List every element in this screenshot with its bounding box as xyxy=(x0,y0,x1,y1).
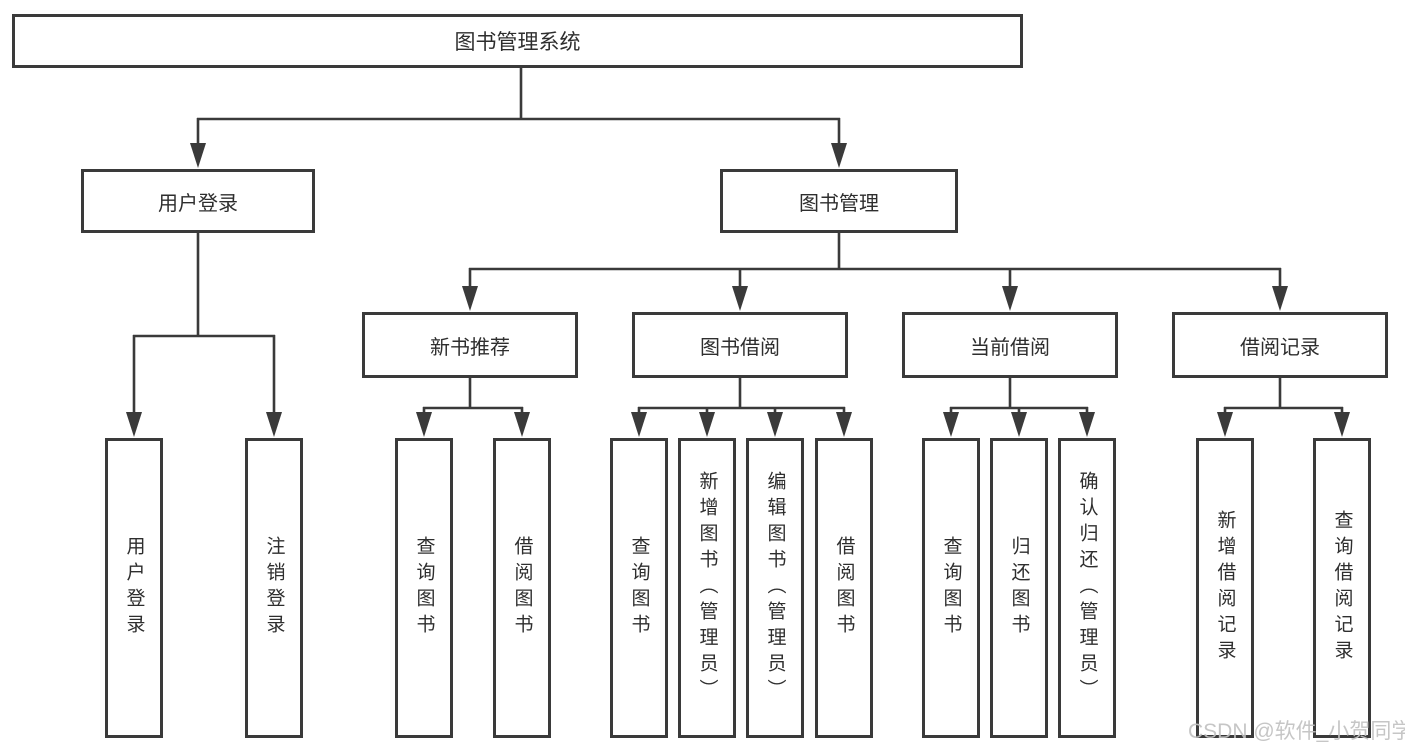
leaf-edit-book-admin: 编辑图书（管理员） xyxy=(746,438,804,738)
node-current-borrow: 当前借阅 xyxy=(902,312,1118,378)
leaf-borrow-books: 借阅图书 xyxy=(815,438,873,738)
connector-new-book-recommend-to-leaves xyxy=(422,378,524,413)
leaf-query-books-current: 查询图书 xyxy=(922,438,980,738)
leaf-query-books-recommend: 查询图书 xyxy=(395,438,453,738)
arrowheads xyxy=(126,143,1350,437)
leaf-add-borrow-record: 新增借阅记录 xyxy=(1196,438,1254,738)
leaf-logout: 注销登录 xyxy=(245,438,303,738)
node-library-system: 图书管理系统 xyxy=(12,14,1023,68)
connector-borrow-records-to-leaves xyxy=(1223,378,1344,413)
node-borrow-records: 借阅记录 xyxy=(1172,312,1388,378)
leaf-return-book: 归还图书 xyxy=(990,438,1048,738)
node-new-book-recommend: 新书推荐 xyxy=(362,312,578,378)
node-book-management: 图书管理 xyxy=(720,169,958,233)
node-book-borrow: 图书借阅 xyxy=(632,312,848,378)
connector-book-borrow-to-leaves xyxy=(637,378,846,413)
node-user-login: 用户登录 xyxy=(81,169,315,233)
leaf-query-books-borrow: 查询图书 xyxy=(610,438,668,738)
leaf-add-book-admin: 新增图书（管理员） xyxy=(678,438,736,738)
leaf-borrow-books-recommend: 借阅图书 xyxy=(493,438,551,738)
leaf-user-login: 用户登录 xyxy=(105,438,163,738)
connector-book-management-to-level3 xyxy=(468,233,1282,287)
leaf-confirm-return-admin: 确认归还（管理员） xyxy=(1058,438,1116,738)
leaf-query-borrow-record: 查询借阅记录 xyxy=(1313,438,1371,738)
connector-user-login-to-leaves xyxy=(132,233,276,413)
csdn-watermark: CSDN @软件_小贺同学 xyxy=(1188,720,1405,743)
connector-current-borrow-to-leaves xyxy=(949,378,1089,413)
connector-root-to-level2 xyxy=(196,68,841,144)
